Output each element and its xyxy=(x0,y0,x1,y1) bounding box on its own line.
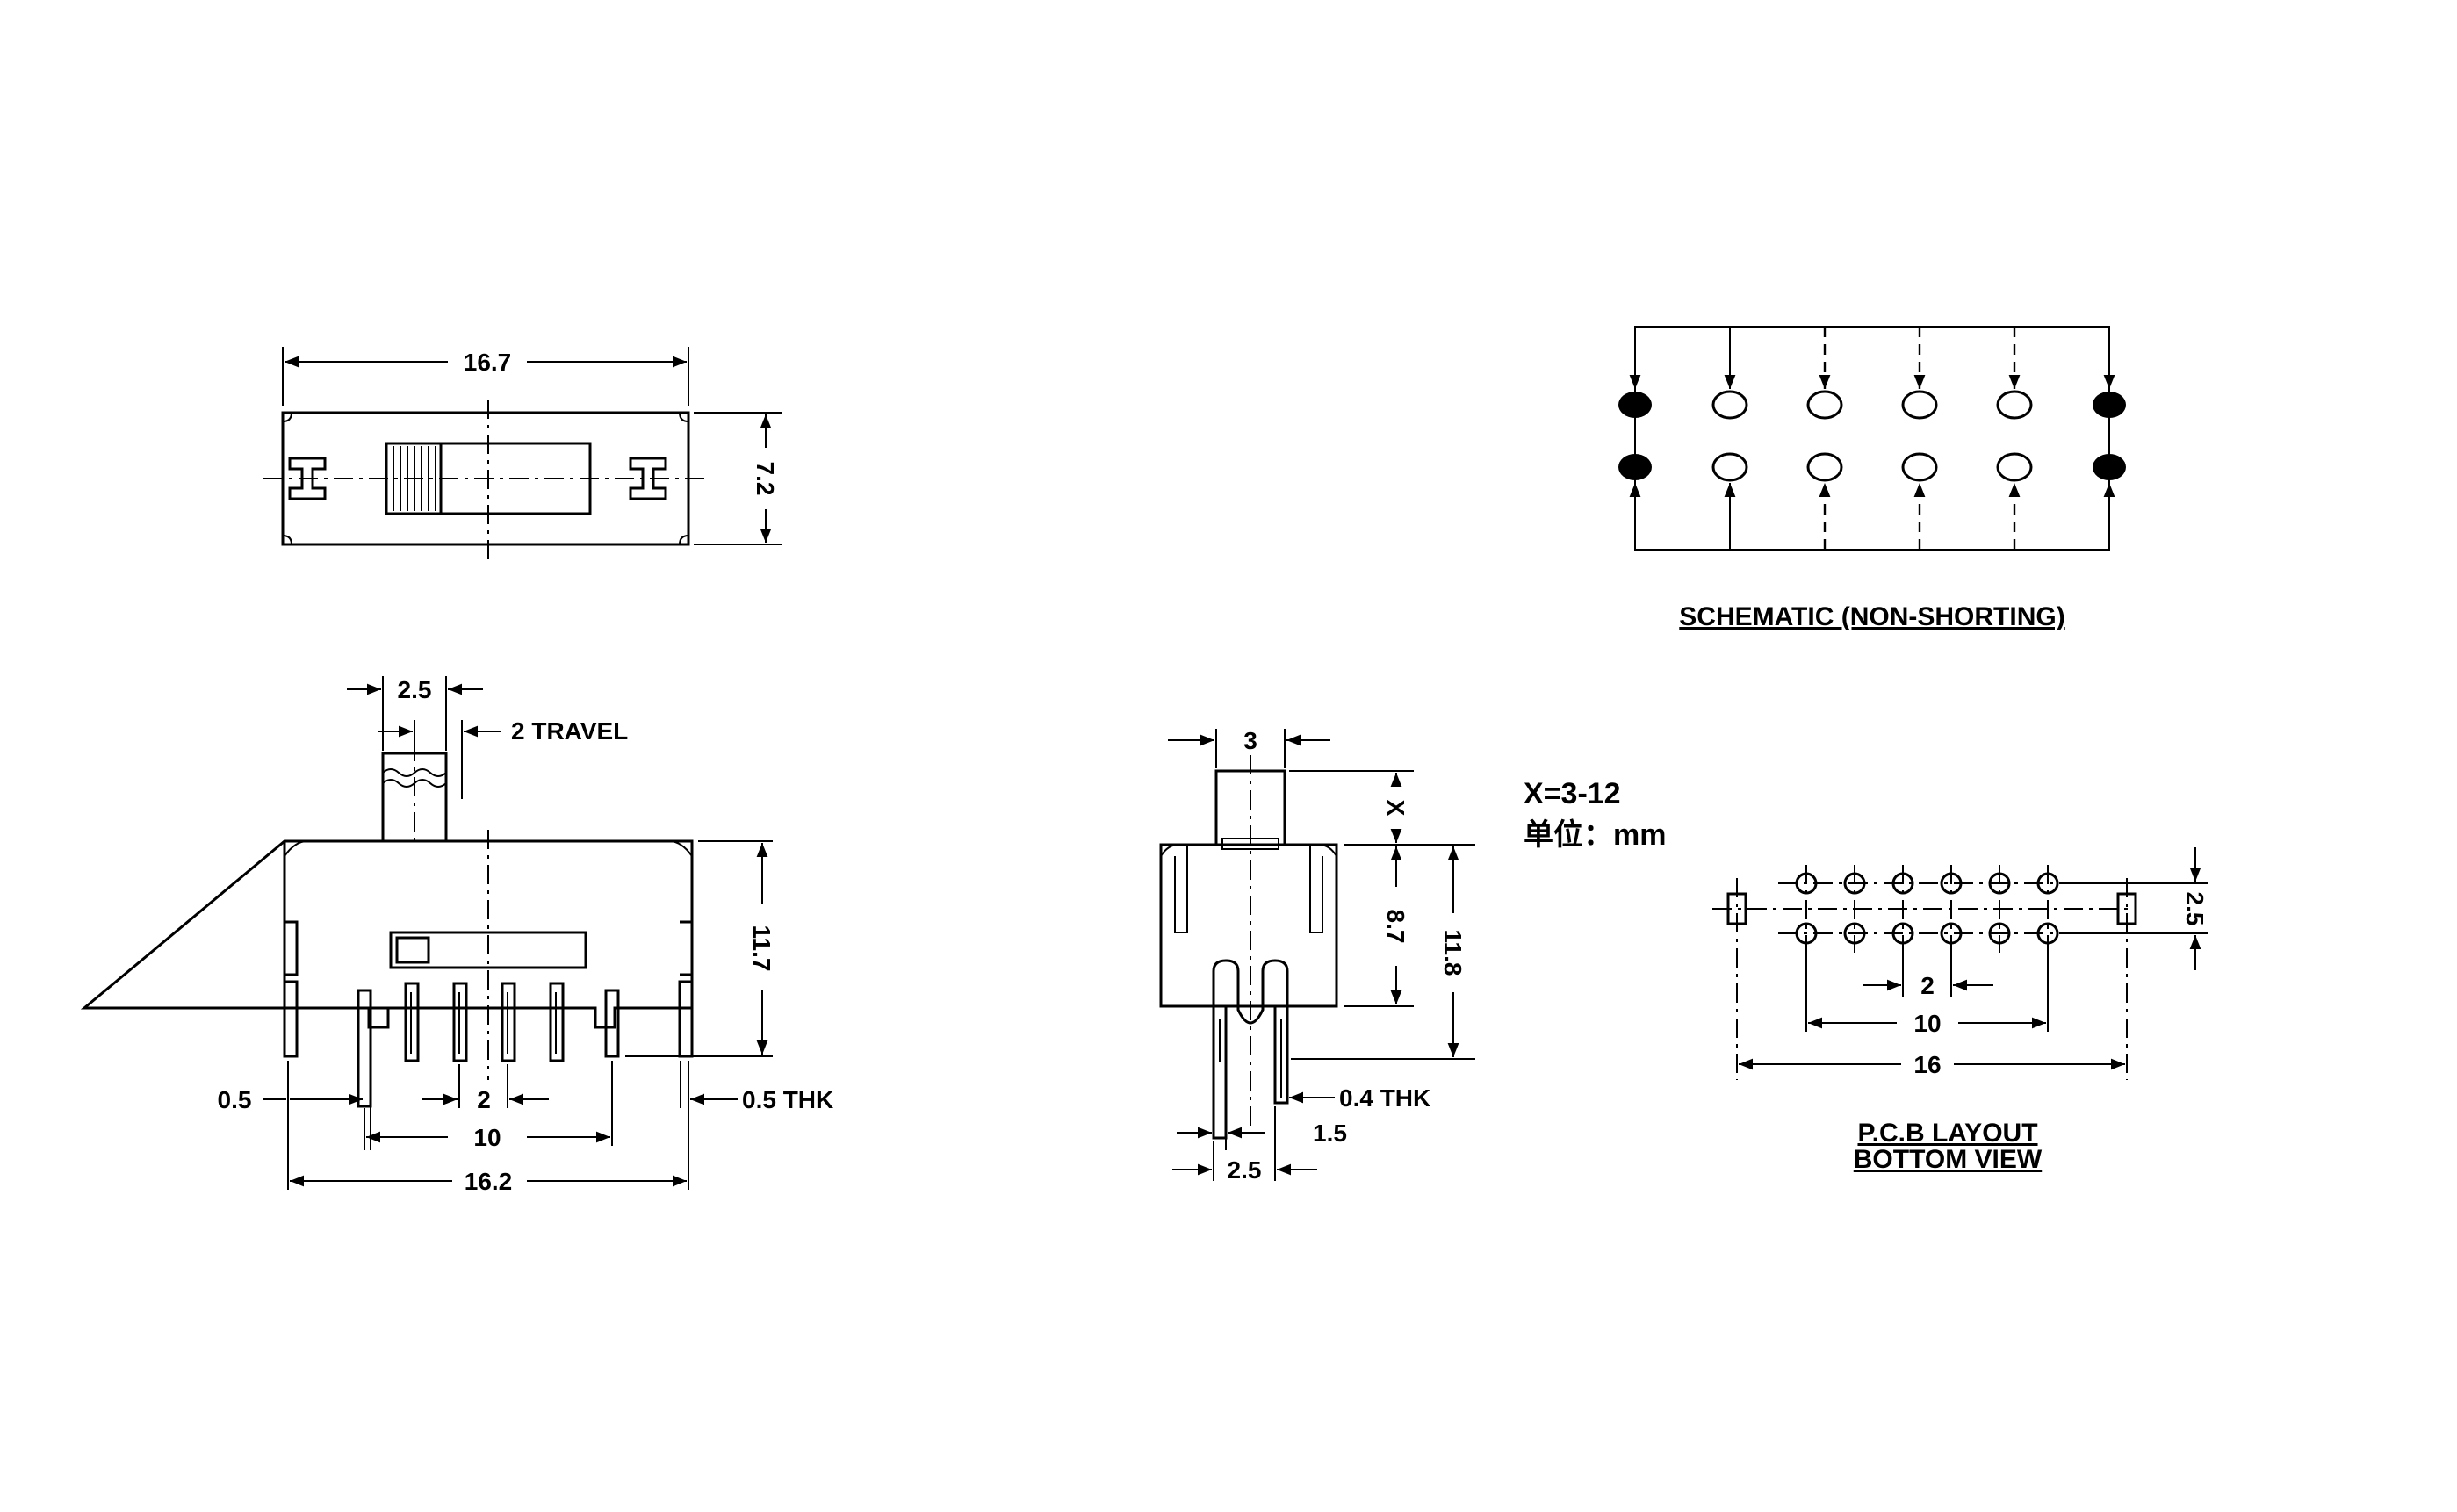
pcb-pad xyxy=(1795,872,1818,895)
front-thickness-dim: 0.5 THK xyxy=(742,1086,833,1113)
side-total-dim: 11.8 xyxy=(1439,930,1466,976)
front-internal-slide xyxy=(389,931,587,969)
side-thickness-dim: 0.4 THK xyxy=(1339,1084,1430,1112)
top-left-clip xyxy=(288,457,327,500)
pcb-layout: 2.5 2 10 16 P.C.B LAYOUT BOTTOM VIEW xyxy=(1712,847,2208,1174)
x-range-note: X=3-12 xyxy=(1524,777,1621,810)
side-offset-dim: 1.5 xyxy=(1313,1120,1347,1147)
pcb-caption-line2: BOTTOM VIEW xyxy=(1854,1145,2043,1174)
top-slider-knob xyxy=(385,442,443,515)
front-span-dim: 10 xyxy=(473,1124,501,1151)
side-actuator-dim: 3 xyxy=(1243,727,1257,754)
front-right-leg xyxy=(678,980,694,1058)
front-overall-dim: 16.2 xyxy=(465,1168,513,1195)
front-left-leg xyxy=(283,980,299,1058)
schematic-contact-filled xyxy=(1618,392,1652,418)
top-width-dim: 16.7 xyxy=(464,349,512,376)
pcb-pad xyxy=(1891,872,1914,895)
pcb-pad xyxy=(1843,922,1866,945)
top-view: 16.7 7.2 xyxy=(263,347,782,562)
pcb-pad xyxy=(1891,922,1914,945)
pcb-pad xyxy=(1795,922,1818,945)
front-pin-width-dim: 0.5 xyxy=(218,1086,252,1113)
schematic-contact-open xyxy=(1901,452,1938,482)
pcb-pad xyxy=(1940,922,1963,945)
pcb-overall-dim: 16 xyxy=(1913,1051,1941,1078)
top-height-dim: 7.2 xyxy=(752,462,779,496)
side-body-dim: 8.7 xyxy=(1382,910,1409,944)
side-lead-right xyxy=(1273,1004,1289,1105)
pcb-pad xyxy=(1988,922,2011,945)
front-height-dim: 11.7 xyxy=(748,925,775,972)
front-actuator-dim: 2.5 xyxy=(398,676,432,703)
front-pin-end-right xyxy=(604,989,620,1058)
front-body xyxy=(80,839,694,1029)
front-travel-dim: 2 TRAVEL xyxy=(511,717,628,745)
schematic-contact-open xyxy=(1806,390,1843,420)
schematic-contact-open xyxy=(1806,452,1843,482)
schematic-frame xyxy=(1634,326,2110,551)
pcb-pad xyxy=(1843,872,1866,895)
schematic-caption: SCHEMATIC (NON-SHORTING) xyxy=(1679,602,2064,631)
pcb-pad xyxy=(2036,872,2059,895)
pcb-mount-right xyxy=(2116,892,2137,925)
schematic-contact-open xyxy=(1711,390,1748,420)
pcb-pad xyxy=(1988,872,2011,895)
schematic-contact-filled xyxy=(2093,392,2126,418)
schematic-contact-open xyxy=(1996,390,2033,420)
side-body xyxy=(1159,843,1338,1008)
schematic-contact-open xyxy=(1711,452,1748,482)
schematic-contact-open xyxy=(1901,390,1938,420)
front-pitch-dim: 2 xyxy=(477,1086,491,1113)
side-x-dim: X xyxy=(1382,800,1409,817)
notes: X=3-12 单位：mm xyxy=(1524,777,1666,852)
schematic-contact-filled xyxy=(1618,454,1652,480)
front-terminals xyxy=(404,982,565,1062)
front-pin-end-left xyxy=(357,989,372,1108)
schematic-contact-filled xyxy=(2093,454,2126,480)
side-lead-left xyxy=(1212,1004,1228,1140)
schematic: SCHEMATIC (NON-SHORTING) xyxy=(1618,326,2126,631)
front-view: 2.5 2 TRAVEL 11.7 0.5 0.5 THK 2 10 xyxy=(80,676,833,1195)
schematic-contact-open xyxy=(1996,452,2033,482)
top-right-clip xyxy=(629,457,667,500)
pcb-pad xyxy=(2036,922,2059,945)
pcb-mount-left xyxy=(1726,892,1747,925)
pcb-row-gap-dim: 2.5 xyxy=(2181,892,2208,926)
pcb-pad xyxy=(1940,872,1963,895)
unit-note: 单位：mm xyxy=(1524,818,1666,852)
pcb-caption-line1: P.C.B LAYOUT xyxy=(1857,1119,2037,1148)
pcb-pitch-dim: 2 xyxy=(1920,972,1935,999)
side-pitch-dim: 2.5 xyxy=(1228,1156,1262,1184)
side-view: 3 X 8.7 11.8 0.4 THK 1.5 2.5 xyxy=(1159,727,1475,1184)
pcb-span-dim: 10 xyxy=(1913,1010,1941,1037)
